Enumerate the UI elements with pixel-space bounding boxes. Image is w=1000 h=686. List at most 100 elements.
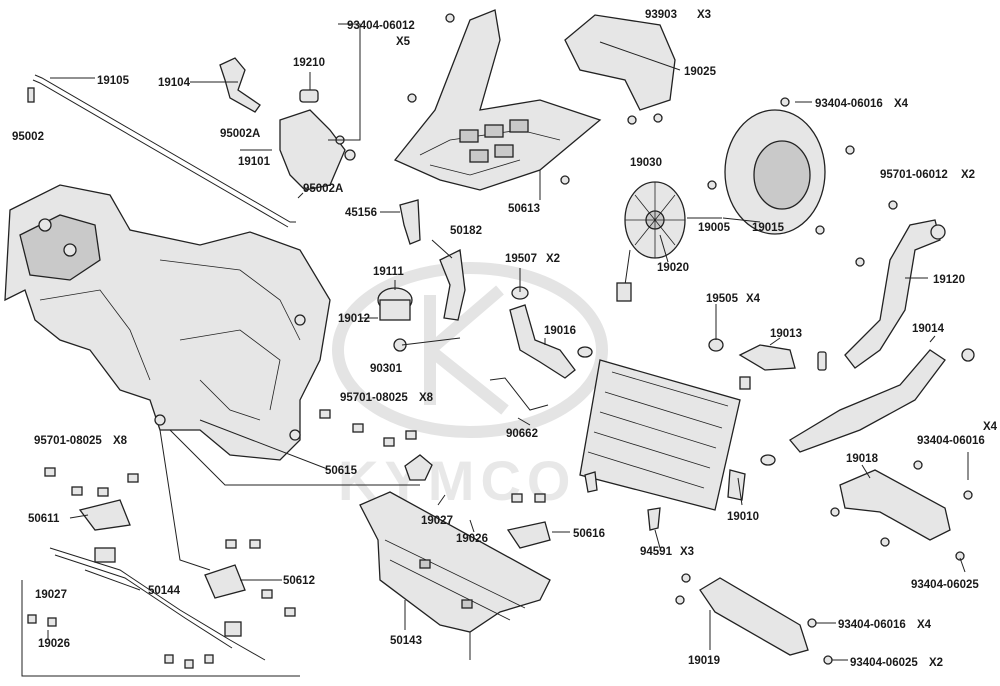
label-19015: 19015 [752, 222, 785, 234]
hose-19014 [789, 349, 946, 453]
label-93903: 93903 [645, 9, 677, 21]
bolts-95701-08025-mid [319, 409, 546, 503]
label-19026-mid: 19026 [456, 533, 488, 545]
label-19101: 19101 [238, 156, 271, 168]
bolts-95701-08025-left [44, 467, 139, 497]
cover-50613 [393, 9, 602, 191]
fan-19030 [616, 181, 686, 302]
label-19012: 19012 [338, 313, 370, 325]
label-19030: 19030 [630, 157, 662, 169]
shroud-19025 [564, 14, 676, 111]
bracket-19101 [279, 109, 346, 191]
label-90301: 90301 [370, 363, 403, 375]
rod-19105 [27, 74, 296, 228]
leader-lines [47, 23, 969, 661]
label-93404-06016-bot-qty: X4 [917, 619, 932, 631]
label-93404-06016-bot: 93404-06016 [838, 619, 906, 631]
hose-19013 [738, 344, 796, 371]
leader-19010 [737, 477, 743, 506]
label-19505-qty: X4 [746, 293, 761, 305]
label-19019: 19019 [688, 655, 720, 667]
reservoir-19111 [377, 287, 413, 352]
label-93404-06025-right: 93404-06025 [911, 579, 979, 591]
frame-50143 [359, 491, 551, 660]
label-50615: 50615 [325, 465, 358, 477]
clip-94591 [647, 507, 661, 531]
part-labels: 93404-06012 X5 93903 X3 19025 93404-0601… [12, 9, 998, 669]
hose-19120 [844, 219, 941, 369]
bracket-19018 [839, 469, 951, 541]
tube-19104 [219, 57, 261, 113]
label-19020: 19020 [657, 262, 689, 274]
label-95701-08025-left-qty: X8 [113, 435, 128, 447]
label-19111: 19111 [373, 266, 404, 278]
clamp-19505-b [577, 346, 593, 358]
label-50616: 50616 [573, 528, 605, 540]
wire-90662 [489, 377, 549, 411]
stay-50182 [439, 249, 466, 321]
label-95701-08025-left: 95701-08025 [34, 435, 102, 447]
label-93404-06016-right-qty: X4 [983, 421, 998, 433]
label-19018: 19018 [846, 453, 879, 465]
stay-50611 [78, 499, 131, 531]
label-93404-06016-top: 93404-06016 [815, 98, 883, 110]
label-95701-08025-mid-qty: X8 [419, 392, 434, 404]
label-50182: 50182 [450, 225, 482, 237]
label-19104: 19104 [158, 77, 191, 89]
label-19026-left: 19026 [38, 638, 70, 650]
label-19120: 19120 [933, 274, 965, 286]
label-19210: 19210 [293, 57, 325, 69]
label-93903-qty: X3 [697, 9, 711, 21]
label-93404-06025-bot-qty: X2 [929, 657, 943, 669]
stay-50612 [204, 564, 246, 599]
label-93404-06016-right: 93404-06016 [917, 435, 985, 447]
brand-watermark: KYMCO [332, 262, 608, 512]
label-19016: 19016 [544, 325, 576, 337]
bracket-19019 [699, 577, 809, 656]
hose-19016 [509, 304, 576, 379]
clamp-19505-c [760, 454, 776, 466]
stay-50616 [506, 521, 551, 549]
harness-50144 [27, 547, 266, 669]
label-19005: 19005 [698, 222, 731, 234]
label-94591: 94591 [640, 546, 673, 558]
frame-assembly [4, 184, 331, 461]
label-95002: 95002 [12, 131, 44, 143]
label-93404-06012: 93404-06012 [347, 20, 415, 32]
label-19027-left: 19027 [35, 589, 67, 601]
label-45156: 45156 [345, 207, 377, 219]
label-19027-mid: 19027 [421, 515, 453, 527]
label-50613: 50613 [508, 203, 540, 215]
clamp-45156 [399, 199, 421, 245]
label-19014: 19014 [912, 323, 945, 335]
label-93404-06016-top-qty: X4 [894, 98, 909, 110]
label-95002A-bot: 95002A [303, 183, 343, 195]
label-90662: 90662 [506, 428, 538, 440]
label-50612: 50612 [283, 575, 315, 587]
clamp-19505-a [708, 338, 724, 352]
label-93404-06025-bot: 93404-06025 [850, 657, 918, 669]
label-19010: 19010 [727, 511, 759, 523]
harness-callout-border [21, 580, 300, 677]
label-50143: 50143 [390, 635, 422, 647]
bracket-small [739, 376, 751, 390]
label-19505: 19505 [706, 293, 739, 305]
cap-19210 [299, 89, 319, 103]
label-50144: 50144 [148, 585, 181, 597]
label-95701-08025-mid: 95701-08025 [340, 392, 408, 404]
stay-50615 [404, 454, 433, 481]
label-50611: 50611 [28, 513, 60, 525]
label-19507: 19507 [505, 253, 537, 265]
label-95701-06012: 95701-06012 [880, 169, 948, 181]
label-19013: 19013 [770, 328, 802, 340]
fan-shroud-19015 [707, 97, 855, 235]
label-19105: 19105 [97, 75, 130, 87]
label-95002A-top: 95002A [220, 128, 260, 140]
label-19507-qty: X2 [546, 253, 560, 265]
label-93404-06012-qty: X5 [396, 36, 411, 48]
radiator-19010 [579, 359, 746, 511]
label-19025: 19025 [684, 66, 717, 78]
label-94591-qty: X3 [680, 546, 694, 558]
